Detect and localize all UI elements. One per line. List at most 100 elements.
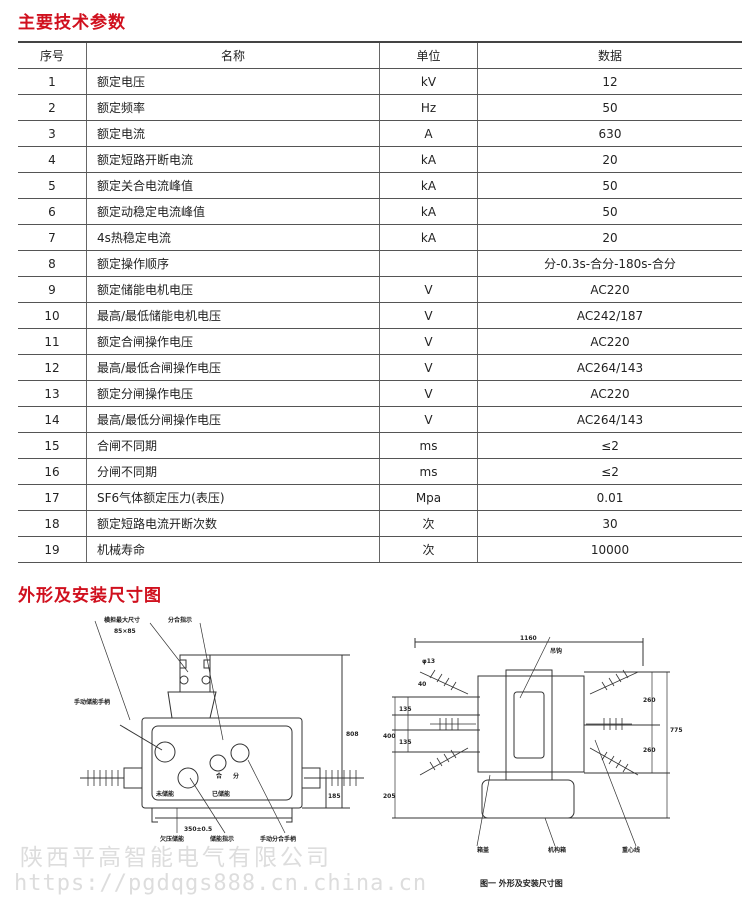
- section-title-dimensions: 外形及安装尺寸图: [18, 586, 162, 606]
- cell-name: 额定合闸操作电压: [86, 328, 380, 355]
- cell-index: 2: [18, 94, 87, 121]
- watermark-url: https://pgdqgs888.cn.china.cn: [14, 871, 428, 896]
- cell-index: 11: [18, 328, 87, 355]
- cell-index: 12: [18, 354, 87, 381]
- cell-unit: kA: [379, 146, 478, 173]
- cell-name: 额定操作顺序: [86, 250, 380, 277]
- header-unit: 单位: [379, 41, 478, 69]
- cell-value: 30: [477, 510, 742, 537]
- cell-unit: 次: [379, 536, 478, 563]
- cell-unit: V: [379, 302, 478, 329]
- cell-unit: V: [379, 328, 478, 355]
- cell-name: 额定分闸操作电压: [86, 380, 380, 407]
- cell-value: 50: [477, 94, 742, 121]
- label-205: 205: [383, 793, 396, 800]
- cell-value: 50: [477, 172, 742, 199]
- cell-value: 12: [477, 68, 742, 95]
- cell-name: 额定储能电机电压: [86, 276, 380, 303]
- header-name: 名称: [86, 41, 380, 69]
- cell-index: 18: [18, 510, 87, 537]
- label-open: 分: [233, 772, 239, 780]
- cell-name: 额定关合电流峰值: [86, 172, 380, 199]
- label-width: 350±0.5: [184, 826, 212, 833]
- header-value: 数据: [477, 41, 742, 69]
- cell-unit: kA: [379, 198, 478, 225]
- cell-name: 分闸不同期: [86, 458, 380, 485]
- cell-value: ≤2: [477, 458, 742, 485]
- label-charge-indicator: 储能指示: [209, 835, 234, 843]
- cell-unit: V: [379, 406, 478, 433]
- cell-unit: kA: [379, 172, 478, 199]
- cell-index: 4: [18, 146, 87, 173]
- label-height: 808: [346, 731, 359, 738]
- cell-name: 4s热稳定电流: [86, 224, 380, 251]
- label-manual-open-close: 手动分合手柄: [260, 835, 296, 843]
- label-indicator: 分合指示: [168, 616, 192, 624]
- cell-index: 16: [18, 458, 87, 485]
- front-view-drawing: 横担最大尺寸 85×85 分合指示 手动储能手柄 808 185 350±0.5…: [74, 616, 364, 843]
- cell-index: 9: [18, 276, 87, 303]
- label-crossarm-size: 85×85: [114, 628, 136, 635]
- figure-caption-text: 图一 外形及安装尺寸图: [480, 879, 563, 888]
- label-260a: 260: [643, 697, 656, 704]
- cell-unit: ms: [379, 458, 478, 485]
- cell-index: 3: [18, 120, 87, 147]
- cell-value: AC264/143: [477, 354, 742, 381]
- label-40: 40: [418, 681, 426, 688]
- cell-index: 13: [18, 380, 87, 407]
- label-hook: 吊钩: [550, 647, 562, 655]
- label-lock: 欠压储能: [160, 835, 184, 843]
- cell-index: 6: [18, 198, 87, 225]
- cell-value: AC220: [477, 276, 742, 303]
- cell-value: 0.01: [477, 484, 742, 511]
- cell-name: 最高/最低分闸操作电压: [86, 406, 380, 433]
- label-center: 重心线: [622, 846, 640, 854]
- cell-name: 额定电流: [86, 120, 380, 147]
- cell-unit: 次: [379, 510, 478, 537]
- cell-value: 10000: [477, 536, 742, 563]
- cell-index: 17: [18, 484, 87, 511]
- label-400: 400: [383, 733, 396, 740]
- cell-index: 7: [18, 224, 87, 251]
- table-header-row: 序号 名称 单位 数据: [18, 41, 742, 69]
- cell-value: AC220: [477, 380, 742, 407]
- label-cover: 箱盖: [477, 846, 489, 854]
- header-index: 序号: [18, 41, 87, 69]
- label-width: 1160: [520, 635, 537, 642]
- cell-unit: Mpa: [379, 484, 478, 511]
- label-manual-charge-handle: 手动储能手柄: [74, 698, 110, 706]
- label-185: 185: [328, 793, 341, 800]
- cell-unit: kA: [379, 224, 478, 251]
- cell-value: AC264/143: [477, 406, 742, 433]
- cell-name: 最高/最低合闸操作电压: [86, 354, 380, 381]
- cell-value: ≤2: [477, 432, 742, 459]
- label-135a: 135: [399, 706, 412, 713]
- cell-index: 1: [18, 68, 87, 95]
- label-close: 合: [216, 772, 223, 780]
- section-title-parameters: 主要技术参数: [18, 13, 126, 33]
- cell-name: SF6气体额定压力(表压): [86, 484, 380, 511]
- cell-value: 20: [477, 146, 742, 173]
- cell-unit: ms: [379, 432, 478, 459]
- cell-unit: [379, 250, 478, 277]
- cell-unit: V: [379, 276, 478, 303]
- cell-unit: kV: [379, 68, 478, 95]
- cell-index: 14: [18, 406, 87, 433]
- cell-index: 15: [18, 432, 87, 459]
